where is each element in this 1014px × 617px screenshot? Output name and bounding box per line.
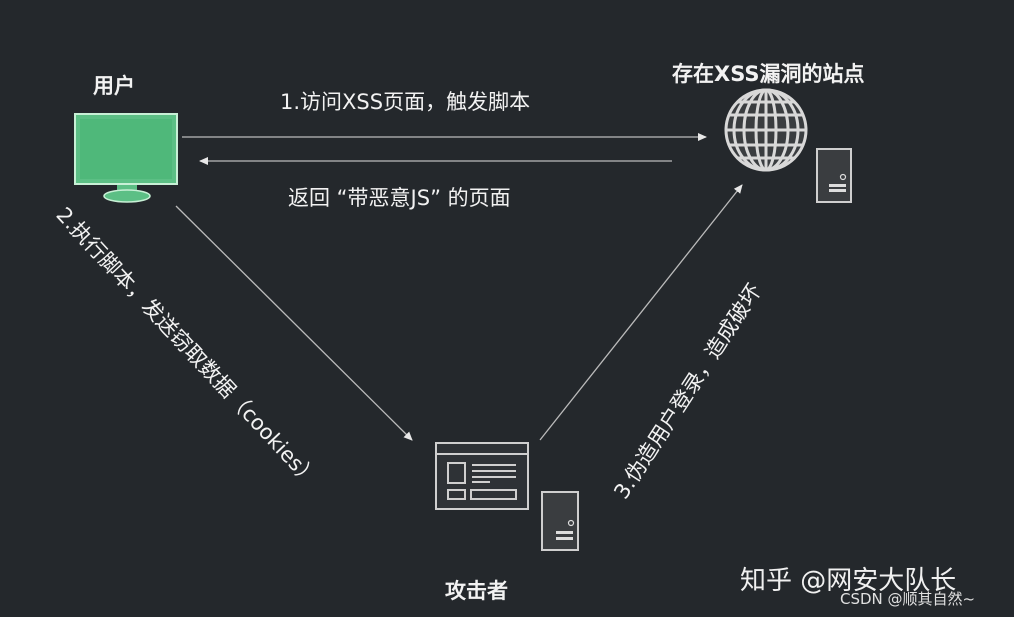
visit-label: 1.访问XSS页面，触发脚本 (280, 90, 531, 114)
site-label: 存在XSS漏洞的站点 (672, 62, 865, 86)
globe-icon (724, 88, 808, 172)
server-icon (541, 491, 579, 551)
browser-window-icon (435, 442, 529, 510)
return-label: 返回 “带恶意JS” 的页面 (288, 186, 511, 210)
attacker-label: 攻击者 (445, 579, 508, 603)
server-icon (816, 148, 852, 203)
monitor-icon (74, 113, 178, 203)
user-label: 用户 (93, 74, 135, 98)
csdn-watermark: CSDN @顺其自然~ (840, 590, 976, 608)
zhihu-watermark: 知乎 @网安大队长 (740, 566, 957, 596)
arrow-steal (175, 205, 413, 441)
arrow-forge (539, 184, 743, 441)
